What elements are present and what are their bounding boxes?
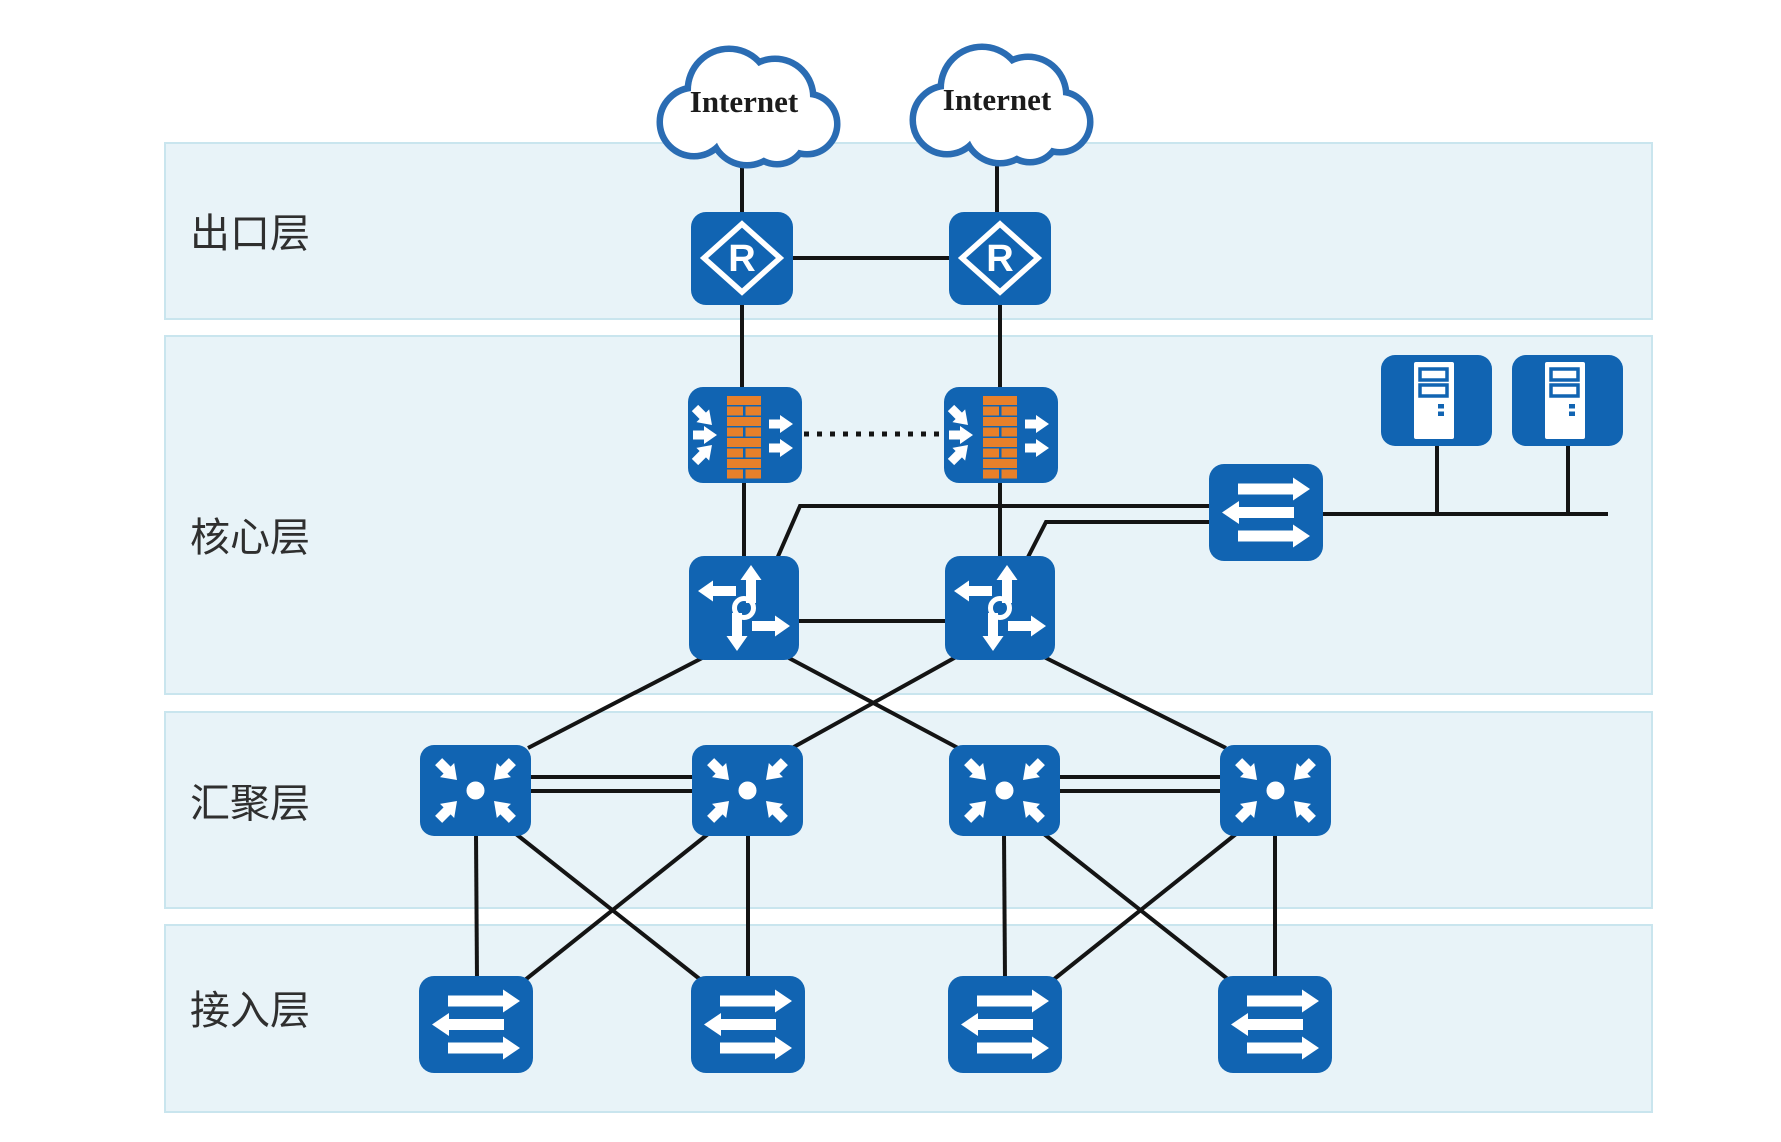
aggregation-switch-3 [949,745,1060,836]
cloud-label: Internet [943,82,1052,117]
devices: Internet Internet [419,50,1624,1073]
link-core2-agg4 [1043,655,1227,750]
link-core1-agg1 [527,654,707,750]
firewall-2 [944,387,1058,483]
band-access [164,924,1653,1113]
label-egress-layer: 出口层 [190,212,310,256]
link-agg1-acc1 [474,833,479,981]
server-1 [1380,354,1493,447]
layer-labels: 出口层 核心层 汇聚层 接入层 [190,212,310,1033]
band-aggregation [164,711,1653,909]
access-switch-3 [948,976,1062,1073]
layer-bands [164,142,1653,1113]
internet-cloud-1: Internet [663,52,834,162]
label-aggregation-layer: 汇聚层 [190,782,310,826]
core-switch-1 [689,556,799,660]
link-agg4-acc3 [1046,832,1238,986]
link-agg2-acc1 [518,832,710,986]
server-farm-switch [1209,464,1323,561]
link-agg3-acc3 [1002,833,1007,981]
cloud-label: Internet [690,84,799,119]
core-switch-2 [945,556,1055,660]
link-core2-agg2 [791,655,957,750]
label-access-layer: 接入层 [190,989,310,1033]
access-switch-2 [691,976,805,1073]
aggregation-switch-2 [692,745,803,836]
access-switch-1 [419,976,533,1073]
server-2 [1511,354,1624,447]
firewall-1 [688,387,802,483]
internet-cloud-2: Internet [916,50,1087,160]
aggregation-switch-4 [1220,745,1331,836]
aggregation-switch-1 [420,745,531,836]
band-egress [164,142,1653,320]
access-switch-4 [1218,976,1332,1073]
router-2 [949,212,1051,305]
link-serverswitch-core1 [774,504,1212,562]
link-serverswitch-core2 [1024,520,1212,562]
label-core-layer: 核心层 [190,516,310,560]
links [474,155,1608,986]
router-1 [691,212,793,305]
